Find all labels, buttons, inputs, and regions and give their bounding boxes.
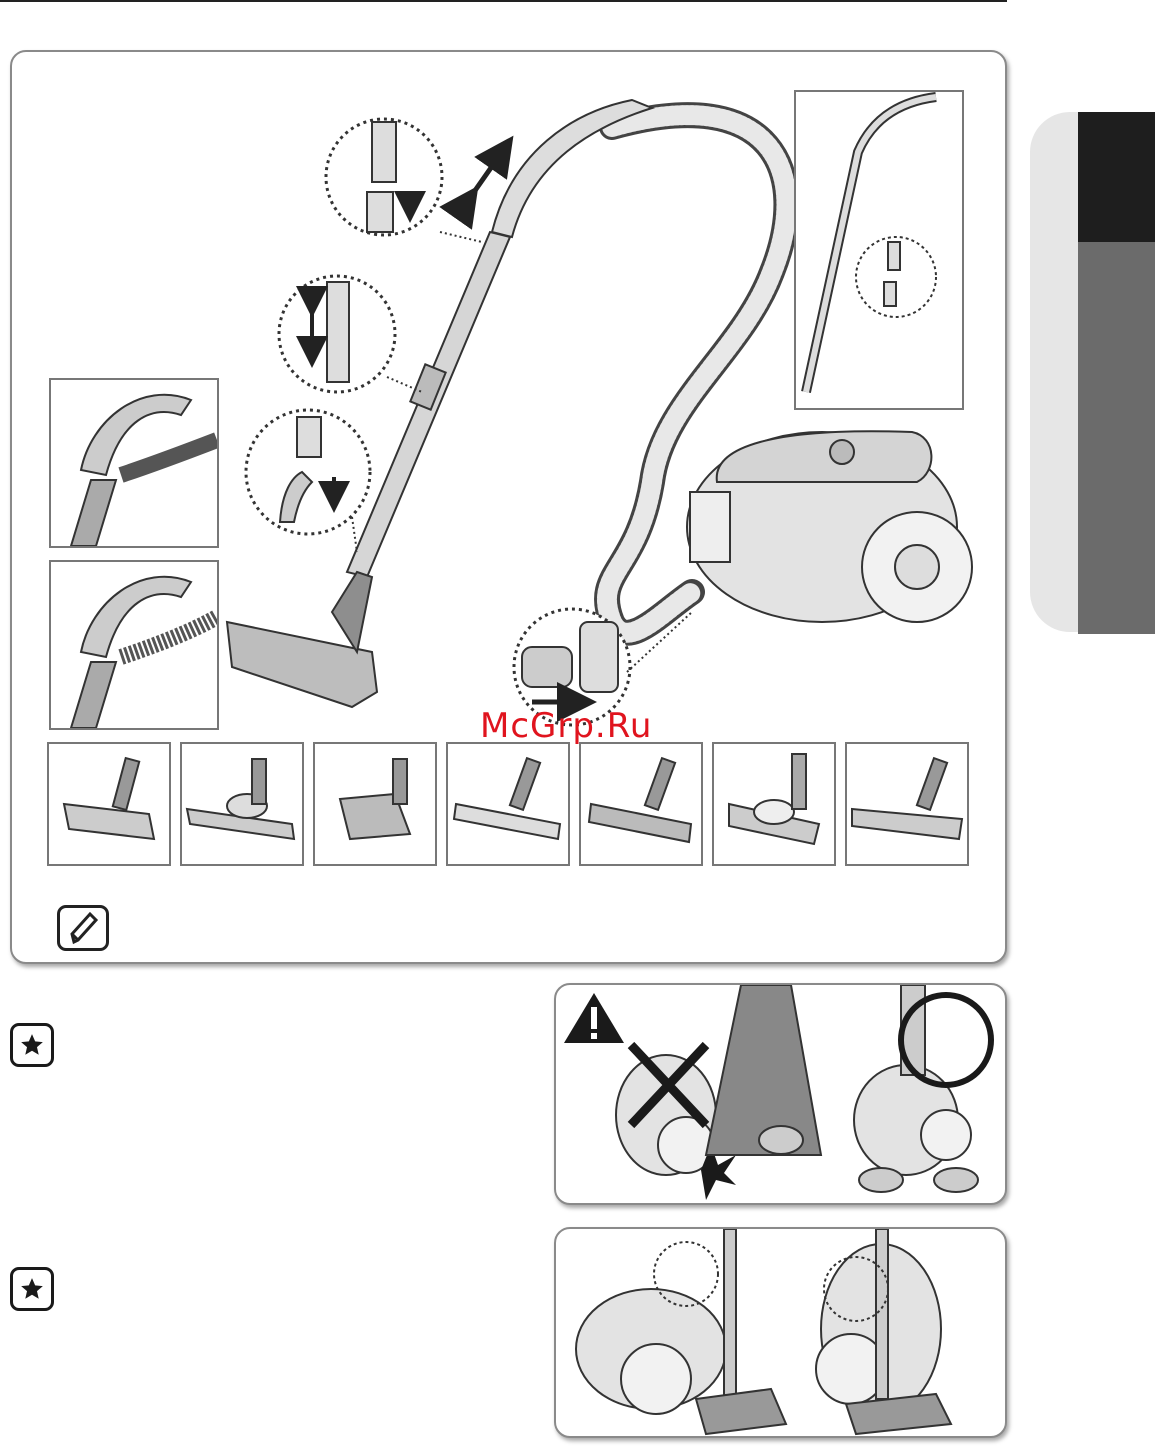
accessory-brush-3 xyxy=(313,742,437,866)
chapter-tab-light xyxy=(1030,112,1078,632)
accessory-brush-6 xyxy=(712,742,836,866)
chapter-tab xyxy=(1078,242,1155,634)
carry-warning-illustration xyxy=(556,985,1005,1203)
note-pencil-icon xyxy=(57,905,109,951)
accessory-brush-2 xyxy=(180,742,304,866)
inset-handle-2 xyxy=(49,560,219,730)
top-rule xyxy=(0,0,1007,2)
assembly-panel xyxy=(10,50,1007,964)
watermark: McGrp.Ru xyxy=(480,706,652,746)
accessory-brush-7 xyxy=(845,742,969,866)
storage-panel xyxy=(554,1227,1007,1438)
accessory-brush-4 xyxy=(446,742,570,866)
inset-handle-1 xyxy=(49,378,219,548)
accessory-brush-1 xyxy=(47,742,171,866)
star-icon xyxy=(10,1023,54,1067)
carry-warning-panel xyxy=(554,983,1007,1205)
inset-tube-detail xyxy=(794,90,964,410)
accessory-brush-5 xyxy=(579,742,703,866)
chapter-tab-active xyxy=(1078,112,1155,242)
storage-illustration xyxy=(556,1229,1005,1436)
star-icon xyxy=(10,1267,54,1311)
